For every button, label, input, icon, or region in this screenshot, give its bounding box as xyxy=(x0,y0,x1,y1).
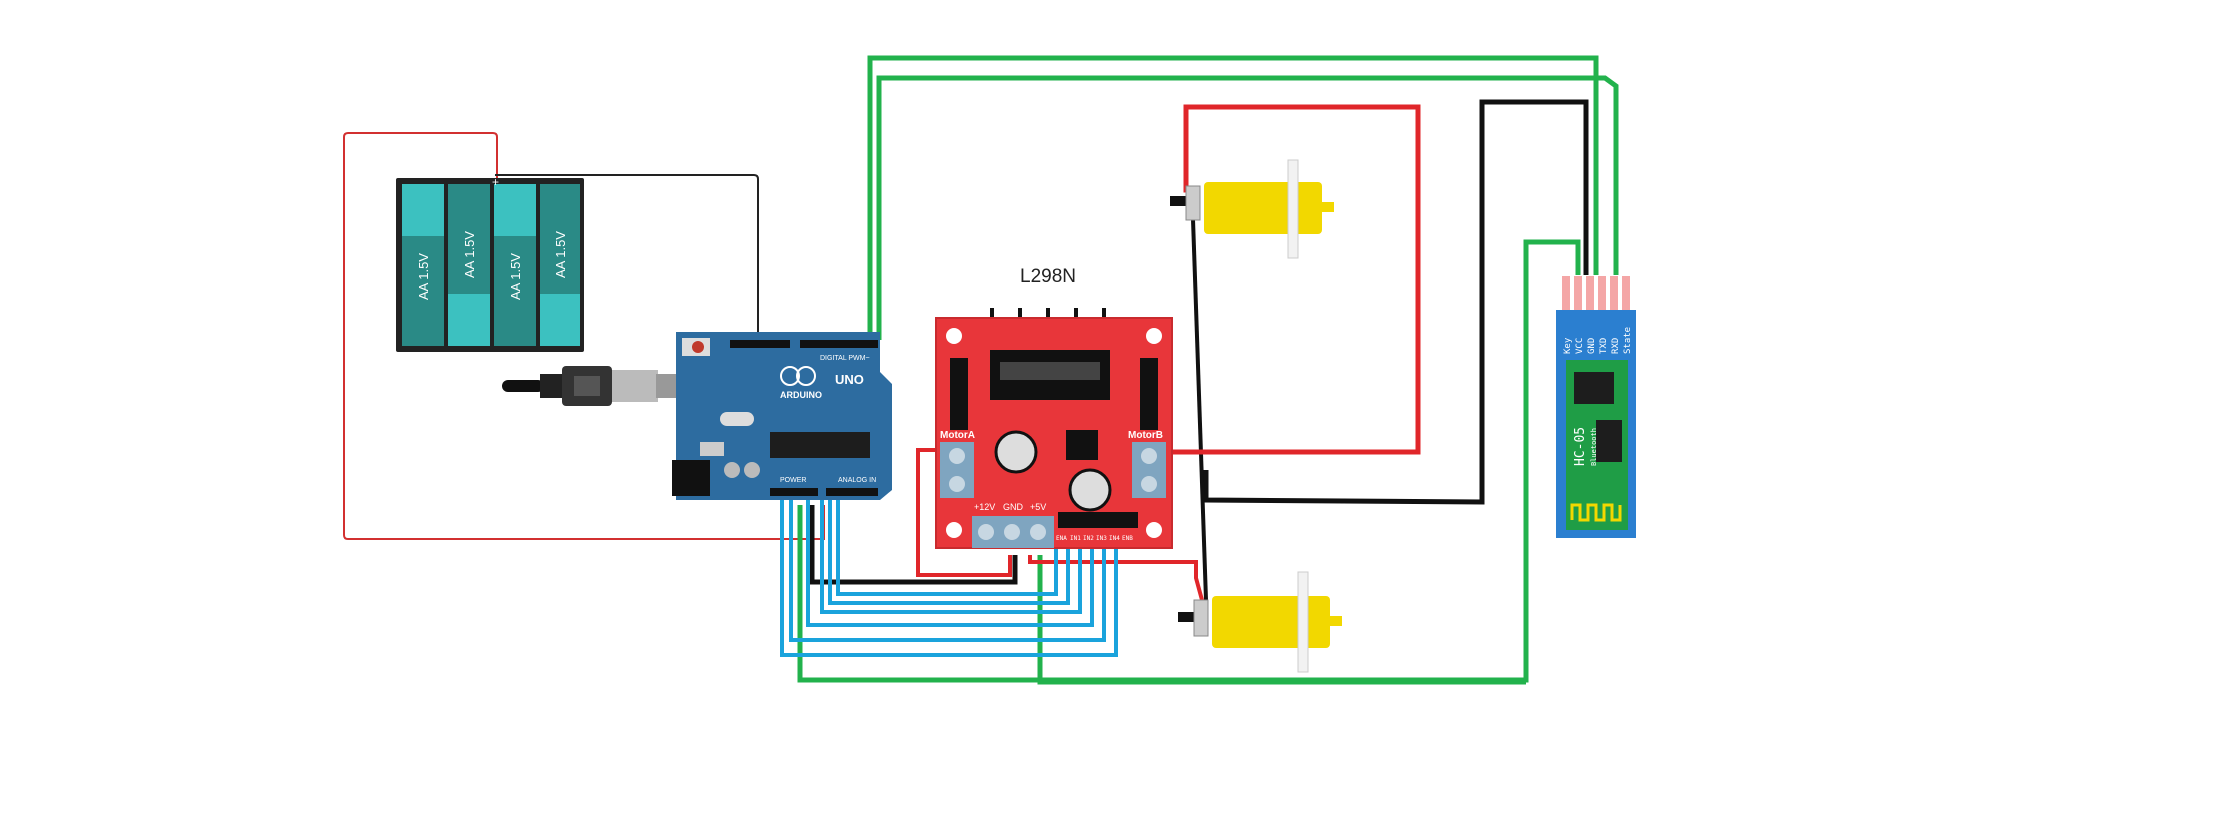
hc05-pin-label: Key xyxy=(1563,337,1573,354)
l298n-motor-b-label: MotorB xyxy=(1128,430,1163,441)
wire-red-motor-bottom xyxy=(1028,555,1204,601)
hc05-pin-label: GND xyxy=(1587,338,1597,354)
hc05-pin-label: VCC xyxy=(1575,338,1585,354)
wire-green-2 xyxy=(876,75,1619,340)
battery-plus-label: + xyxy=(492,175,499,189)
l298n-motor-a-label: MotorA xyxy=(940,430,975,441)
l298n-driver: L298N MotorA MotorB +12V GND xyxy=(935,266,1173,549)
battery-pack: AA 1.5V AA 1.5V AA 1.5V AA 1.5V + xyxy=(396,175,584,352)
arduino-model: UNO xyxy=(835,372,864,387)
battery-cell-label: AA 1.5V xyxy=(553,231,568,278)
l298n-pin-label: IN4 xyxy=(1109,535,1120,542)
l298n-gnd-label: GND xyxy=(1003,502,1024,512)
dc-motor-top xyxy=(1170,159,1334,259)
wire-battery-positive xyxy=(343,132,825,540)
hc05-module: Key VCC GND TXD RXD State HC-05 Bluetoot… xyxy=(1556,276,1636,538)
battery-cell: AA 1.5V xyxy=(494,184,536,346)
reset-button-icon xyxy=(692,341,704,353)
wire-black-hc05 xyxy=(1203,99,1589,505)
arduino-uno: ARDUINO UNO DIGITAL PWM~ POWER ANALOG IN xyxy=(672,332,892,500)
hc05-pin-label: RXD xyxy=(1611,338,1621,354)
battery-cell-label: AA 1.5V xyxy=(508,253,523,300)
wire-green-1 xyxy=(867,55,1599,340)
arduino-logo-icon xyxy=(780,366,800,386)
hc05-pin-label: TXD xyxy=(1599,338,1609,354)
hc05-name: HC-05 xyxy=(1573,427,1588,466)
antenna-icon xyxy=(1570,503,1622,522)
arduino-digital-label: DIGITAL PWM~ xyxy=(820,355,870,362)
battery-cell-label: AA 1.5V xyxy=(416,253,431,300)
wires xyxy=(343,55,1619,685)
usb-cable xyxy=(502,366,676,406)
wire-battery-negative xyxy=(495,174,759,335)
wire-green-3 xyxy=(797,239,1581,683)
battery-cell: AA 1.5V xyxy=(448,184,490,346)
hc05-pin-label: State xyxy=(1623,327,1633,354)
wire-green-4 xyxy=(1037,555,1526,685)
arduino-logo-text: ARDUINO xyxy=(780,390,822,400)
l298n-pin-label: IN1 xyxy=(1070,535,1081,542)
arduino-analog-label: ANALOG IN xyxy=(838,477,876,484)
wire-black-motor-top xyxy=(1190,189,1208,601)
wire-red-l298-left xyxy=(916,448,1012,577)
l298n-12v-label: +12V xyxy=(974,502,995,512)
battery-cell-label: AA 1.5V xyxy=(462,231,477,278)
battery-cell: AA 1.5V xyxy=(402,184,444,346)
wire-black-arduino-gnd xyxy=(809,505,1018,585)
l298n-pin-label: IN2 xyxy=(1083,535,1094,542)
wire-red-motor-top xyxy=(1170,104,1421,455)
l298n-pin-label: IN3 xyxy=(1096,535,1107,542)
arduino-power-label: POWER xyxy=(780,477,806,484)
hc05-sub: Bluetooth xyxy=(1590,428,1598,466)
dc-motor-bottom xyxy=(1178,571,1342,673)
l298n-title: L298N xyxy=(1020,266,1076,287)
l298n-pin-label: ENB xyxy=(1122,535,1133,542)
l298n-pin-label: ENA xyxy=(1056,535,1067,542)
battery-cell: AA 1.5V xyxy=(540,184,580,346)
l298n-5v-label: +5V xyxy=(1030,502,1046,512)
